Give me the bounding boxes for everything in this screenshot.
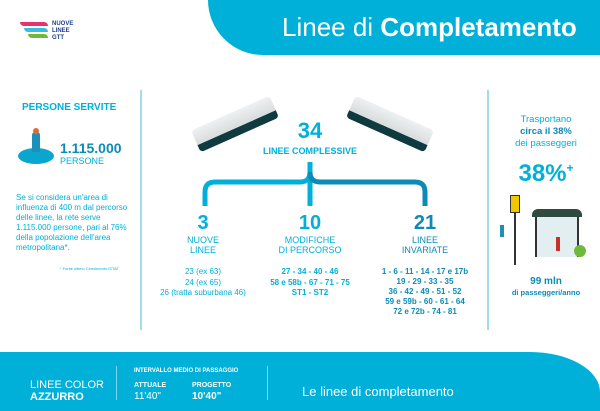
line-item: ST1 - ST2 (291, 288, 329, 297)
persone-description: Se si considera un'area di influenza di … (16, 193, 128, 252)
current-label: ATTUALE (134, 382, 167, 389)
share-line: Trasportano (520, 114, 572, 125)
column-unchanged-lines: 21 LINEE INVARIATE 1 - 6 - 11 - 14 - 17 … (360, 212, 490, 317)
persone-servite-heading: PERSONE SERVITE (22, 102, 117, 113)
line-item: 72 e 72b - 74 - 81 (393, 307, 457, 316)
line-item: 27 - 34 - 40 - 46 (281, 267, 339, 276)
header-band (208, 0, 600, 55)
page-title: Linee di Completamento (282, 12, 577, 43)
total-lines: 34 (297, 118, 323, 143)
divider-right (487, 90, 489, 330)
footer-separator (116, 366, 117, 400)
column-label: LINEE (189, 245, 216, 255)
footer-band: LINEE COLOR AZZURRO INTERVALLO MEDIO DI … (0, 352, 600, 411)
title-light: Linee di (282, 12, 374, 42)
gtt-logo: NUOVE LINEE GTT (18, 19, 78, 41)
title-bold: Completamento (380, 12, 577, 42)
logo-text: NUOVE (52, 21, 74, 27)
column-label: DI PERCORSO (278, 245, 342, 255)
column-number: 10 (298, 212, 322, 234)
line-item: 24 (ex 65) (184, 277, 222, 287)
line-item: 1 - 6 - 11 - 14 - 17 e 17b (381, 267, 469, 276)
line-item: 19 - 29 - 33 - 35 (396, 277, 454, 286)
line-item: 23 (ex 63) (184, 267, 222, 276)
total-lines-label: LINEE COMPLESSIVE (262, 146, 358, 156)
project-value: 10'40" (192, 391, 222, 402)
color-name: AZZURRO (30, 391, 84, 403)
project-label: PROGETTO (192, 382, 232, 389)
divider-left (140, 90, 142, 330)
person-on-disc-icon (18, 128, 58, 164)
footnote: * Fonte ultimo Censimento ISTAT (60, 266, 119, 271)
share-text: Trasportano circa il 38% dei passeggeri (492, 114, 600, 150)
color-label: LINEE COLOR (30, 379, 104, 391)
logo-text: GTT (52, 35, 64, 41)
line-item: 58 e 58b - 67 - 71 - 75 (270, 277, 350, 287)
column-label: NUOVE (186, 235, 219, 245)
bracket (202, 162, 428, 206)
column-number: 21 (413, 212, 437, 234)
persone-count: 1.115.000 (60, 140, 122, 156)
column-new-lines: 3 NUOVE LINEE 23 (ex 63) 24 (ex 65) 26 (… (143, 212, 263, 299)
interval-title: INTERVALLO MEDIO DI PASSAGGIO (134, 368, 239, 374)
column-number: 3 (197, 212, 209, 234)
logo-text: LINEE (52, 28, 70, 34)
footer-caption: Le linee di completamento (302, 384, 454, 399)
column-label: INVARIATE (401, 245, 449, 255)
share-line: dei passeggeri (515, 138, 577, 149)
line-item: 36 - 42 - 49 - 51 - 52 (388, 287, 462, 296)
share-big: 38% (518, 160, 567, 187)
column-label: LINEE (411, 235, 438, 245)
share-plus: + (566, 161, 574, 175)
bus-stop-illustration (500, 195, 590, 270)
passengers-label: di passeggeri/anno (511, 288, 581, 297)
column-label: MODIFICHE (284, 235, 336, 245)
line-item: 26 (tratta suburbana 46) (160, 288, 246, 297)
footer-separator (267, 366, 268, 400)
persone-label: PERSONE (60, 156, 105, 166)
passengers-count: 99 mln (530, 276, 562, 287)
current-value: 11'40" (134, 391, 161, 402)
line-item: 59 e 59b - 60 - 61 - 64 (385, 297, 465, 306)
share-percent: 38%+ (492, 160, 600, 188)
share-line: circa il 38% (520, 126, 572, 137)
column-modified-routes: 10 MODIFICHE DI PERCORSO 27 - 34 - 40 - … (250, 212, 370, 299)
